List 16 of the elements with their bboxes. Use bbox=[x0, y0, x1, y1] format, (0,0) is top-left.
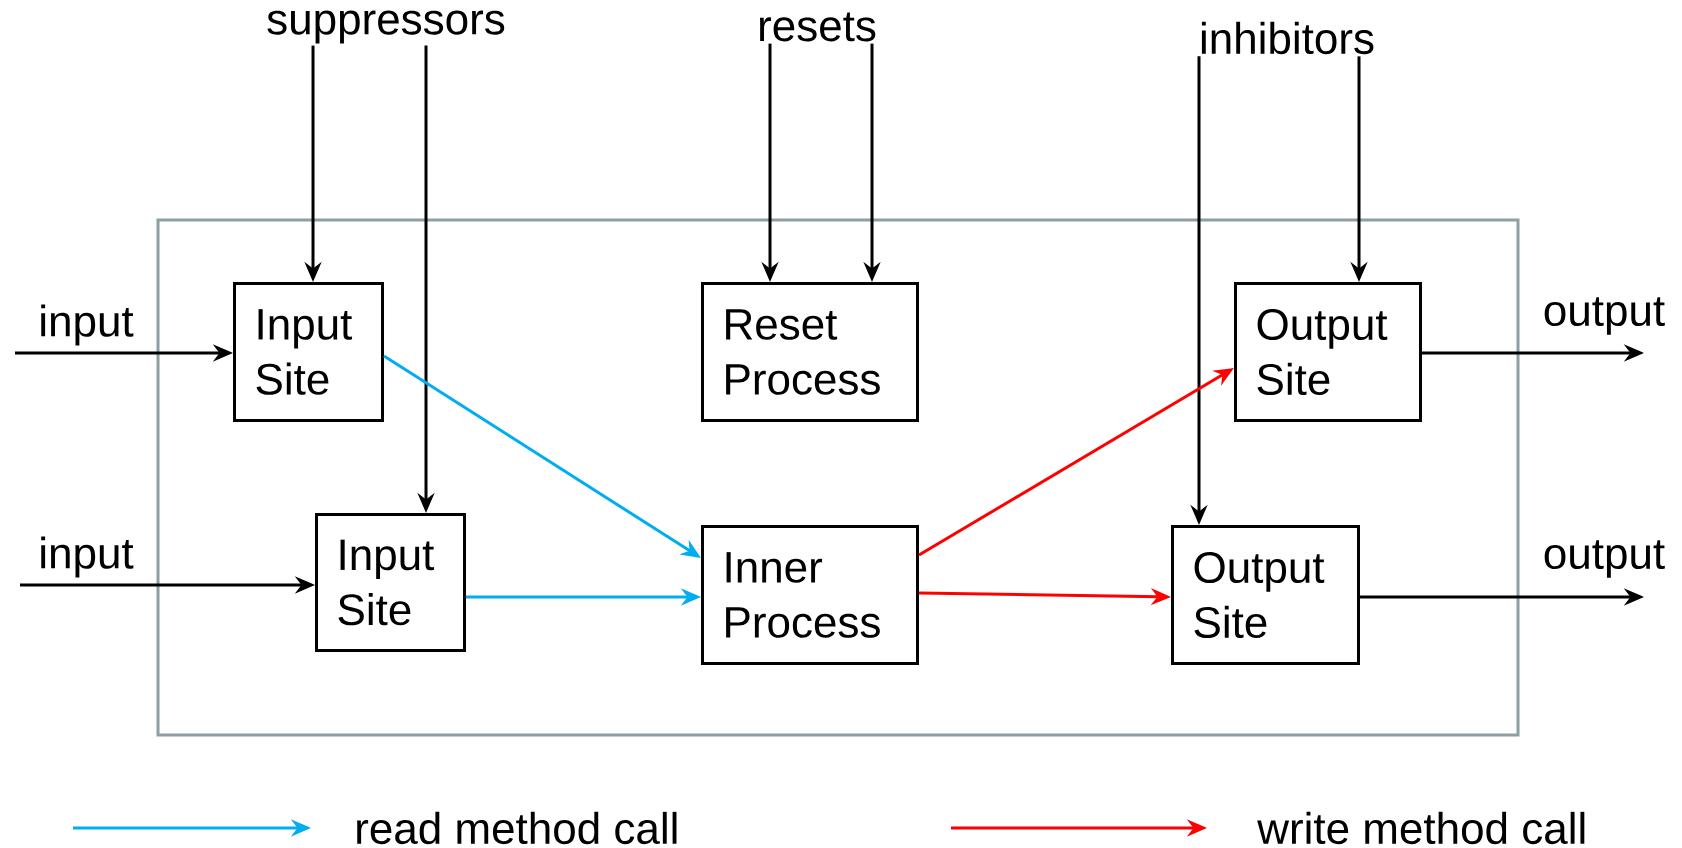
edge-label: output bbox=[1544, 297, 1665, 335]
process-box: Input Site bbox=[233, 282, 384, 422]
edge-label: output bbox=[1544, 540, 1665, 578]
process-box: Reset Process bbox=[701, 282, 919, 422]
edge-label: input bbox=[41, 536, 134, 578]
process-box: Input Site bbox=[315, 513, 466, 652]
container-box bbox=[156, 218, 1520, 737]
input-label: suppressors bbox=[267, 10, 505, 44]
legend-label: read method call bbox=[357, 811, 677, 845]
input-label: resets bbox=[760, 12, 876, 42]
edge-label: input bbox=[41, 304, 134, 346]
input-label: inhibitors bbox=[1201, 21, 1374, 55]
legend-label: write method call bbox=[1257, 811, 1585, 845]
process-box: Output Site bbox=[1171, 525, 1360, 665]
process-box: Inner Process bbox=[701, 525, 919, 665]
process-box: Output Site bbox=[1234, 282, 1422, 422]
